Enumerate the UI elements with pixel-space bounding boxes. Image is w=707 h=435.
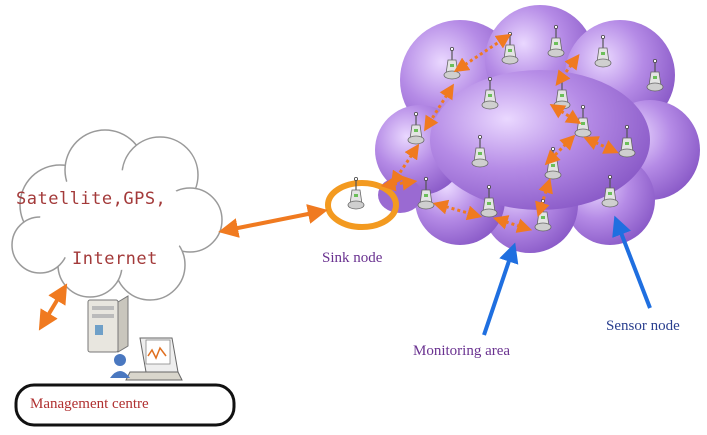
sink-node-label: Sink node [322,250,383,266]
cloud-management-link [38,283,68,331]
sensor-node-pointer [612,215,652,309]
cloud-label-line1: Satellite,GPS, [16,189,167,209]
management-centre-label: Management centre [30,396,149,412]
internet-cloud [11,129,223,301]
sensor-links [390,33,619,233]
cloud-label-line2: Internet [72,249,158,269]
monitoring-area-label: Monitoring area [413,343,511,359]
sensor-node-label: Sensor node [606,318,680,334]
monitoring-area-pointer [482,242,519,336]
sink-node [325,175,418,230]
monitoring-area-cloud [375,5,700,253]
management-centre-box [14,383,236,427]
cloud-sink-link [218,204,328,238]
management-computer [87,295,183,381]
